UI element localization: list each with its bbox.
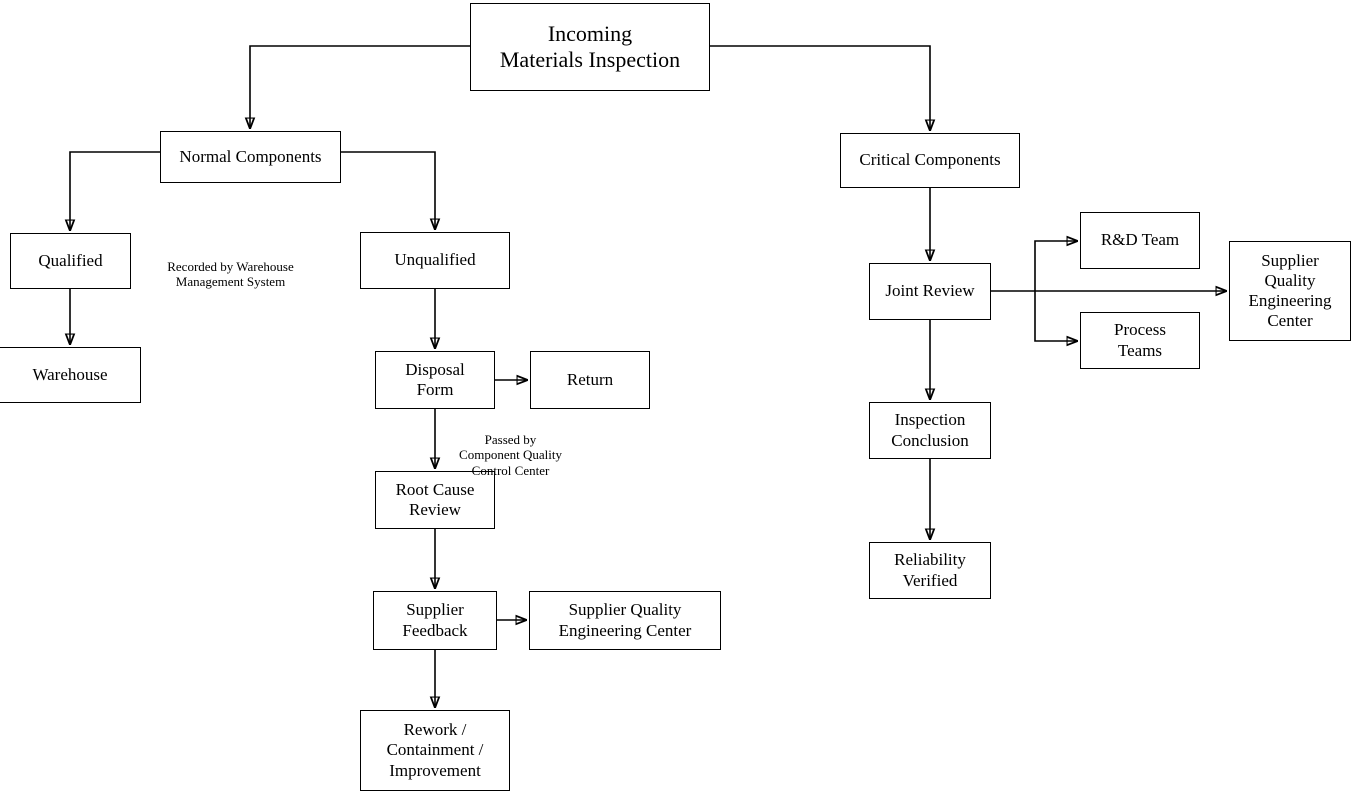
node-disposal-form[interactable]: Disposal Form — [375, 351, 495, 409]
node-label: Reliability Verified — [894, 550, 966, 590]
node-warehouse[interactable]: Warehouse — [0, 347, 141, 403]
node-label: Disposal Form — [405, 359, 465, 399]
edge-incoming-to-critical — [710, 45, 930, 130]
node-label: Root Cause Review — [395, 479, 475, 519]
edge-incoming-to-normal — [250, 45, 470, 128]
annotation-warehouse-management-system: Recorded by Warehouse Management System — [143, 243, 318, 290]
annotation-label: Recorded by Warehouse Management System — [167, 258, 294, 290]
edge-normal-to-qualified — [70, 151, 160, 230]
node-root-cause-review[interactable]: Root Cause Review — [375, 471, 495, 529]
node-label: Warehouse — [32, 364, 108, 384]
node-joint-review[interactable]: Joint Review — [869, 263, 991, 320]
node-supplier-quality-engineering-center-middle[interactable]: Supplier Quality Engineering Center — [529, 591, 721, 650]
node-incoming-materials-inspection[interactable]: Incoming Materials Inspection — [470, 3, 710, 91]
node-label: Supplier Feedback — [402, 600, 468, 640]
node-critical-components[interactable]: Critical Components — [840, 133, 1020, 188]
node-return[interactable]: Return — [530, 351, 650, 409]
annotation-label: Passed by Component Quality Control Cent… — [459, 431, 562, 478]
annotation-component-quality-control-center: Passed by Component Quality Control Cent… — [423, 416, 598, 478]
node-label: Incoming Materials Inspection — [499, 21, 681, 72]
node-label: Unqualified — [394, 250, 476, 270]
node-label: Return — [566, 369, 614, 389]
node-label: Joint Review — [885, 281, 975, 301]
node-reliability-verified[interactable]: Reliability Verified — [869, 542, 991, 599]
node-supplier-feedback[interactable]: Supplier Feedback — [373, 591, 497, 650]
node-inspection-conclusion[interactable]: Inspection Conclusion — [869, 402, 991, 459]
node-unqualified[interactable]: Unqualified — [360, 232, 510, 289]
node-qualified[interactable]: Qualified — [10, 233, 131, 289]
node-label: Qualified — [38, 250, 103, 270]
node-rnd-team[interactable]: R&D Team — [1080, 212, 1200, 269]
edge-normal-to-unqualified — [341, 151, 435, 229]
node-label: Supplier Quality Engineering Center — [1248, 250, 1332, 331]
node-label: Critical Components — [859, 150, 1001, 170]
node-label: Process Teams — [1114, 320, 1166, 360]
node-process-teams[interactable]: Process Teams — [1080, 312, 1200, 369]
node-label: Rework / Containment / Improvement — [386, 720, 484, 780]
edge-jointreview-to-process — [1034, 291, 1077, 341]
node-label: Normal Components — [179, 146, 322, 166]
edge-jointreview-to-rnd — [1034, 241, 1077, 291]
node-normal-components[interactable]: Normal Components — [160, 131, 341, 183]
node-rework-containment-improvement[interactable]: Rework / Containment / Improvement — [360, 710, 510, 791]
node-label: R&D Team — [1100, 230, 1180, 250]
node-label: Supplier Quality Engineering Center — [558, 600, 692, 640]
node-label: Inspection Conclusion — [891, 410, 969, 450]
node-supplier-quality-engineering-center-right[interactable]: Supplier Quality Engineering Center — [1229, 241, 1351, 341]
